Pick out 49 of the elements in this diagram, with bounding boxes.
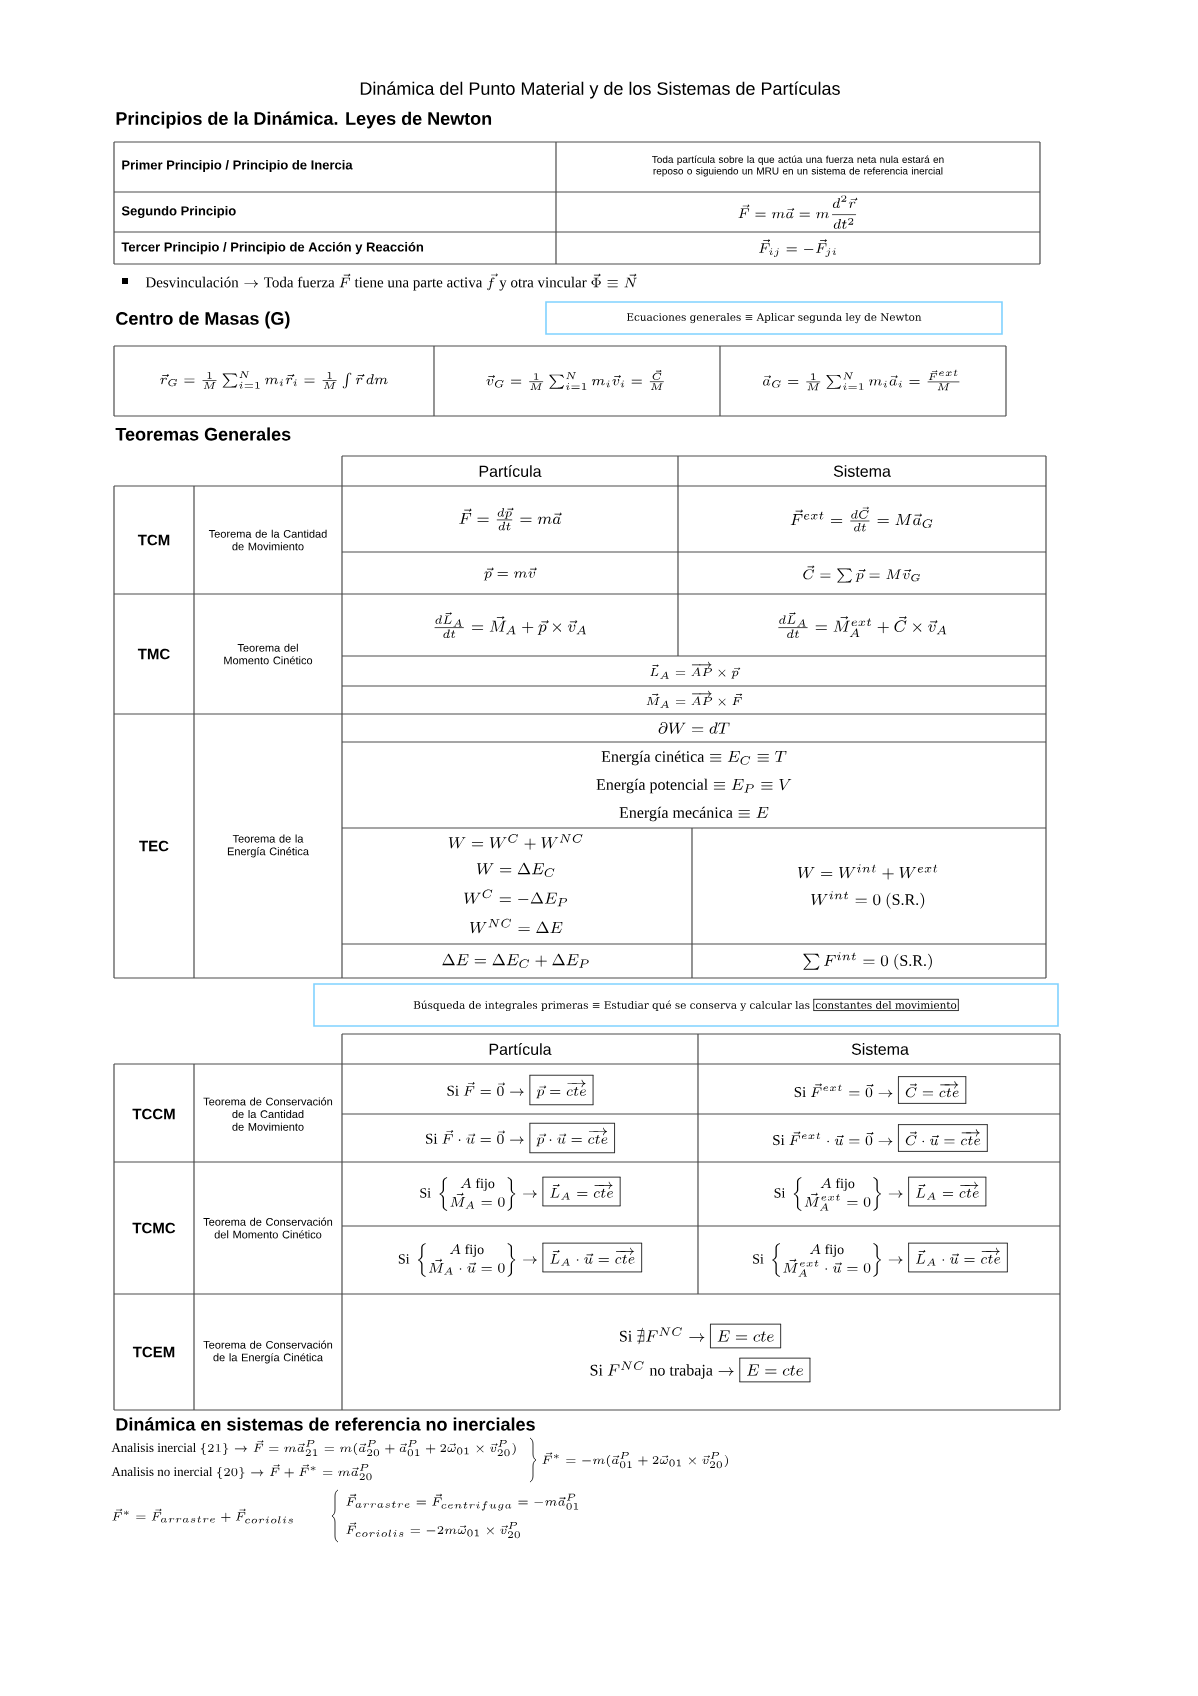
formula: $\text{Si }\vec{F}=\vec{0}\rightarrow\boxed{\vec{p}=\overrightarrow{cte}}$	[447, 1075, 594, 1105]
formula: $W=\Delta E_{C}$	[476, 862, 555, 878]
formula: $\vec{F}^{*}=\vec{F}_{arrastre}+\vec{F}_{coriolis}$	[112, 1508, 293, 1524]
formula: $\text{Energía mecánica}\equiv E$	[619, 806, 769, 822]
formula: $\vec{F}_{arrastre}=\vec{F}_{centrifuga}=-m\vec{a}^{P}_{01}$	[346, 1493, 579, 1511]
formula: $\text{Energía potencial}\equiv E_{P}\equiv V$	[596, 778, 792, 794]
formula: $W^{C}=-\Delta E_{P}$	[464, 889, 568, 907]
formula: $\text{Si }F^{NC}\text{ no trabaja}\rightarrow\boxed{E=cte}$	[590, 1358, 811, 1382]
formula: $\vec{F}=m\vec{a}=m\dfrac{d^{2}\vec{r}}{dt^{2}}$	[738, 195, 858, 229]
formula: $\text{Si }\vec{F}\cdot\vec{u}=\vec{0}\rightarrow\boxed{\vec{p}\cdot\vec{u}=\overrightarrow{cte}}$	[426, 1123, 615, 1153]
section-heading: Centro de Masas (G)	[116, 311, 290, 329]
formula: $W=W^{C}+W^{NC}$	[448, 834, 583, 850]
formula: $\vec{F}=\frac{d\vec{p}}{dt}=m\vec{a}$	[459, 507, 562, 531]
formula: $\partial W=dT$	[658, 722, 730, 734]
formula: $\vec{F}_{ij}=-\vec{F}_{ji}$	[759, 239, 836, 257]
formula: $\text{Si }\vec{F}^{ext}\cdot\vec{u}=\vec{0}\rightarrow\boxed{\vec{C}\cdot\vec{u}=\overrightarrow{cte}}$	[773, 1124, 988, 1152]
formula: $\vec{F}^{ext}=\frac{d\vec{C}}{dt}=M\vec{a}_{G}$	[790, 506, 933, 532]
formula: $W=W^{int}+W^{ext}$	[797, 864, 938, 880]
formula: $\frac{d\vec{L}_{A}}{dt}=\vec{M}_{A}^{ext}+\vec{C}\times\vec{v}_{A}$	[778, 612, 947, 638]
formula: $\vec{M}_{A}=\overrightarrow{AP}\times\vec{F}$	[646, 690, 743, 708]
table-header: Partícula	[489, 1043, 552, 1055]
section-heading: Teoremas Generales	[115, 427, 291, 441]
formula: $\vec{L}_{A}=\overrightarrow{AP}\times\vec{p}$	[650, 661, 741, 679]
formula: $\text{Si }\left\{\begin{matrix}A\text{ fijo}\\ \vec{M}_{A}=0\end{matrix}\right\}\rightarrow\boxed{\vec{L}_{A}=\overrightarrow{cte}}$	[420, 1177, 621, 1211]
note-text: $\text{Desvinculación}\rightarrow\text{Toda fuerza }\vec{F}\text{ tiene una parte activa }\vec{f}\text{ y otra vincular }\vec{\Phi}\equiv\vec{N}$	[145, 273, 637, 291]
formula: $\text{Si }\left\{\begin{matrix}A\text{ fijo}\\ \vec{M}_{A}^{ext}=0\end{matrix}\right\}\rightarrow\boxed{\vec{L}_{A}=\overrightarrow{cte}}$	[774, 1177, 987, 1211]
page-title: Dinámica del Punto Material y de los Sistemas de Partículas	[360, 81, 840, 99]
formula: $\vec{r}_{G}=\frac{1}{M}\sum_{i=1}^{N}m_{i}\vec{r}_{i}=\frac{1}{M}\int\vec{r}\,dm$	[160, 371, 388, 389]
formula: $\text{Analisis no inercial }\{20\}\rightarrow\vec{F}+\vec{F}^{*}=m\vec{a}^{P}_{20}$	[111, 1464, 372, 1481]
formula: $W^{int}=0\ (\text{S.R.})$	[811, 891, 925, 909]
formula: $\text{Si }\nexists F^{NC}\rightarrow\boxed{E=cte}$	[620, 1324, 782, 1348]
formula: $\vec{v}_{G}=\frac{1}{M}\sum_{i=1}^{N}m_{i}\vec{v}_{i}=\frac{\vec{C}}{M}$	[486, 370, 664, 390]
formula: $\vec{C}=\sum\vec{p}=M\vec{v}_{G}$	[803, 565, 920, 583]
formula: $\text{Si }\left\{\begin{matrix}A\text{ fijo}\\ \vec{M}_{A}\cdot\vec{u}=0\end{matrix}\right\}\rightarrow\boxed{\vec{L}_{A}\cdot\vec{u}=\overrightarrow{cte}}$	[398, 1243, 643, 1277]
formula: $W^{NC}=\Delta E$	[470, 918, 563, 934]
formula: $\text{Energía cinética}\equiv E_{C}\equiv T$	[601, 750, 787, 766]
formula: $\frac{d\vec{L}_{A}}{dt}=\vec{M}_{A}+\vec{p}\times\vec{v}_{A}$	[434, 612, 587, 638]
formula: $\text{Si }\left\{\begin{matrix}A\text{ fijo}\\ \vec{M}_{A}^{ext}\cdot\vec{u}=0\end{matrix}\right\}\rightarrow\boxed{\vec{L}_{A}\cdot\vec{u}=\overrightarrow{cte}}$	[753, 1243, 1008, 1277]
formula: $\vec{p}=m\vec{v}$	[483, 567, 537, 581]
formula: $\text{Analisis inercial }\{21\}\rightarrow\vec{F}=m\vec{a}^{P}_{21}=m(\vec{a}^{P}_{20}+\vec{a}^{P}_{01}+2\vec{\omega}_{01}\times\vec{v}^{P}_{20})$	[111, 1440, 516, 1457]
table-header: Sistema	[833, 465, 891, 477]
section-heading: Principios de la Dinámica. Leyes de Newton	[116, 111, 492, 129]
table-header: Sistema	[851, 1043, 909, 1055]
formula: $\text{Si }\vec{F}^{ext}=\vec{0}\rightarrow\boxed{\vec{C}=\overrightarrow{cte}}$	[794, 1076, 967, 1104]
formula: $\vec{a}_{G}=\frac{1}{M}\sum_{i=1}^{N}m_{i}\vec{a}_{i}=\frac{\vec{F}^{ext}}{M}$	[763, 369, 960, 391]
table-header: Partícula	[479, 465, 542, 477]
formula: $\vec{F}_{coriolis}=-2m\vec{\omega}_{01}\times\vec{v}^{P}_{20}$	[346, 1522, 520, 1539]
section-heading: Dinámica en sistemas de referencia no inerciales	[116, 1417, 535, 1431]
formula: $\vec{F}^{*}=-m(\vec{a}^{P}_{01}+2\vec{\omega}_{01}\times\vec{v}^{P}_{20})$	[542, 1452, 728, 1469]
